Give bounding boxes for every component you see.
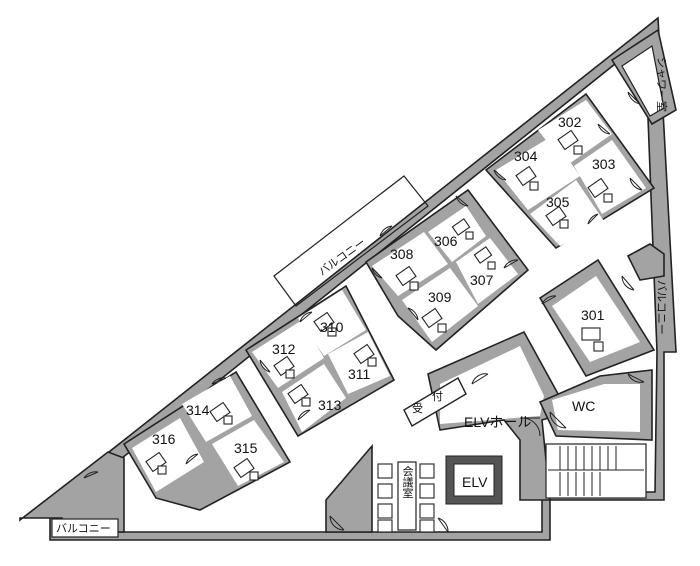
cluster-302-305 [484,92,656,250]
room-309-label: 309 [428,289,452,305]
staircase [545,443,647,499]
elv-hall-label: ELVホール [464,414,531,430]
room-316-label: 316 [152,431,176,447]
room-311-label: 311 [348,366,371,382]
door-arcs [83,91,645,533]
balcony-right-label: バルコニー [655,280,668,335]
reception-label-1: 受 [412,402,423,415]
room-308-label: 308 [390,246,414,262]
room-303-label: 303 [592,156,616,172]
meeting-room: 会議室 [325,443,435,533]
room-314-label: 314 [186,402,210,418]
cluster-306-309 [364,188,530,352]
room-labels: 302 304 303 305 306 307 308 309 310 312 … [152,114,616,490]
room-307-label: 307 [470,272,494,288]
elv-label: ELV [462,474,488,490]
meeting-chairs [377,463,435,533]
meeting-label: 会議室 [401,465,414,498]
room-312-label: 312 [272,341,296,357]
core-block [427,330,653,505]
reception-counter: 受 付 [403,377,467,427]
shower-label: シャワー室 [655,57,669,112]
shower-room: シャワー室 [610,28,677,126]
reception-label-2: 付 [432,390,443,403]
room-302-label: 302 [558,114,582,130]
balcony-right: バルコニー [626,243,668,335]
room-313-label: 313 [318,397,342,413]
room-304-label: 304 [514,148,538,164]
wc-label: WC [572,398,595,414]
room-306-label: 306 [434,233,458,249]
room-310-label: 310 [320,319,344,335]
office-furniture [145,129,613,481]
room-301-block [538,258,656,377]
balcony-bottom-label: バルコニー [56,522,111,535]
balcony-bottom: バルコニー [19,451,125,538]
cluster-314-316 [122,370,292,511]
room-315-label: 315 [234,440,258,456]
room-305-label: 305 [546,194,570,210]
room-301-label: 301 [581,307,605,323]
